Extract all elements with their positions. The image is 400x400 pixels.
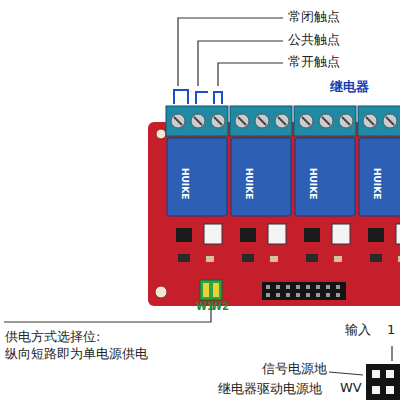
- pin-label: 信号电源地: [262, 362, 327, 377]
- contact-label: 公共触点: [288, 33, 340, 48]
- contact-brackets: [174, 90, 222, 104]
- jumper-label: W2: [211, 301, 229, 313]
- pin-header: [262, 282, 346, 300]
- smd-components: [176, 224, 400, 262]
- mounting-hole: [155, 286, 167, 298]
- pin-label: WV: [340, 381, 362, 396]
- mounting-hole: [156, 129, 166, 139]
- module-title: 继电器: [330, 80, 369, 95]
- note-text: 供电方式选择位:: [5, 330, 100, 345]
- note-text: 纵向短路即为单电源供电: [5, 347, 148, 362]
- relay-brand: HUIKE: [244, 168, 254, 199]
- contact-label: 常闭触点: [288, 10, 340, 25]
- terminal-blocks: [166, 106, 400, 136]
- relays: [167, 138, 400, 216]
- relay-brand: HUIKE: [308, 168, 318, 199]
- contact-label: 常开触点: [288, 55, 340, 70]
- jumper-pins: [200, 280, 222, 300]
- pin-label: 继电器驱动电源地: [218, 382, 322, 397]
- input-connector: [366, 364, 400, 400]
- pin-label: 输入: [345, 323, 371, 338]
- leader-lines: [4, 18, 392, 375]
- relay-brand: HUIKE: [372, 168, 382, 199]
- relay-brand: HUIKE: [180, 168, 190, 199]
- pin-number: 1: [387, 323, 395, 338]
